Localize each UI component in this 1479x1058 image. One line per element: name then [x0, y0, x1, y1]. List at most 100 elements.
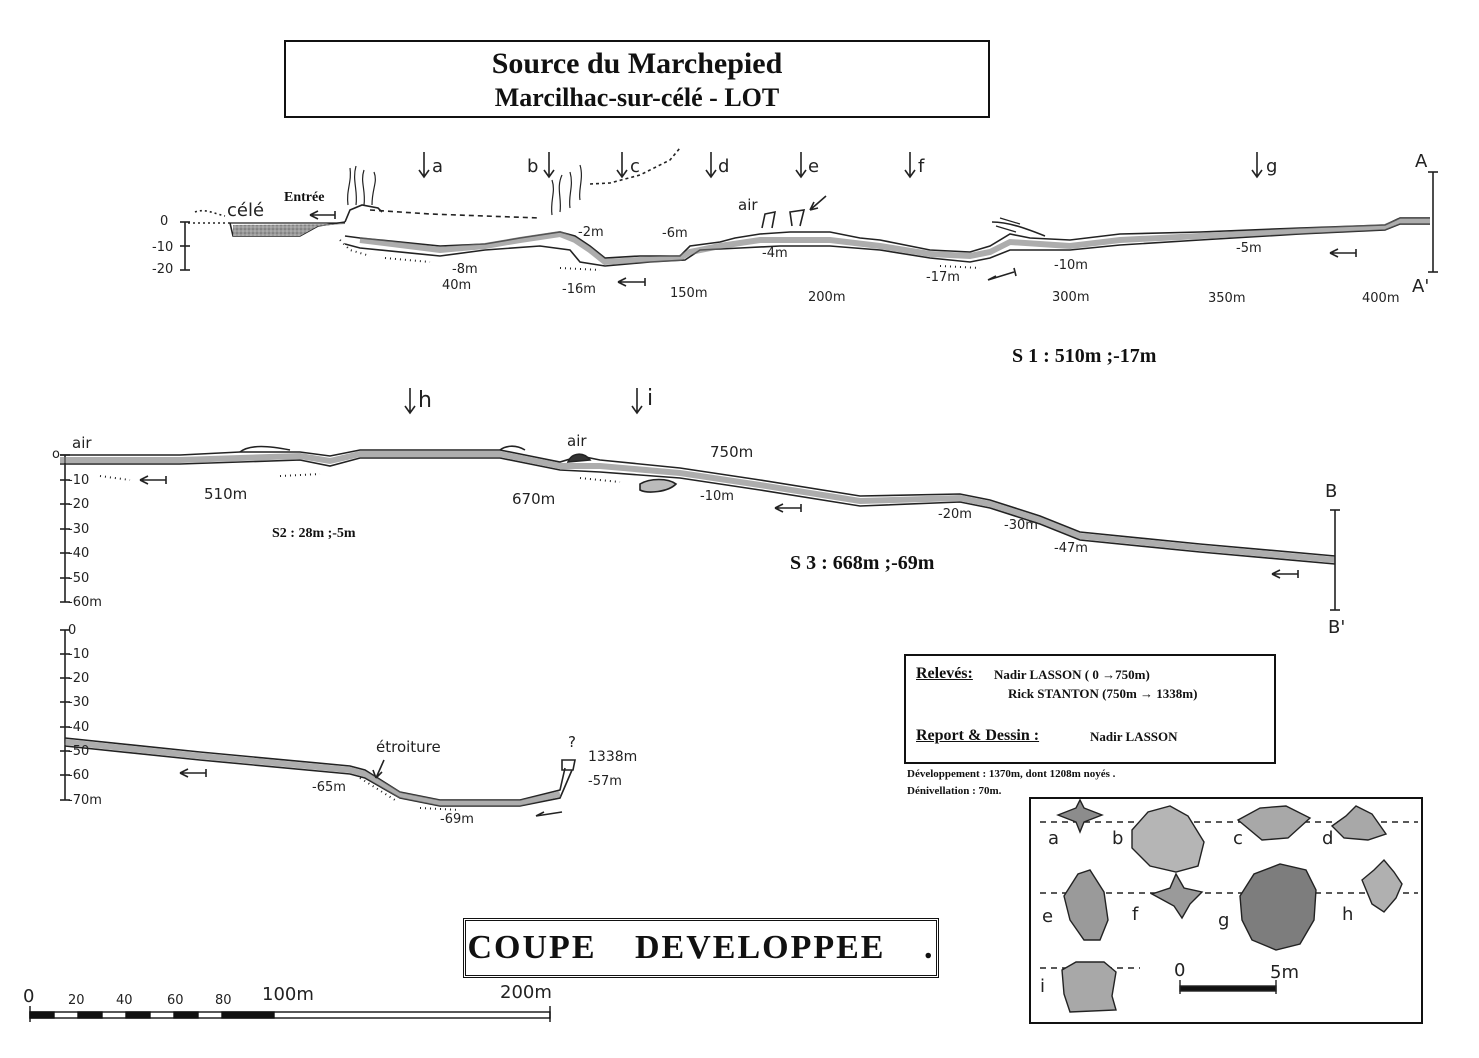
- distance-mark: 150m: [670, 286, 708, 301]
- depth-note: -2m: [578, 225, 604, 240]
- section-A-prime-label: A': [1412, 276, 1430, 297]
- inset-label: f: [1132, 904, 1139, 925]
- depth-tick: -20: [68, 671, 90, 686]
- depth-note: -69m: [440, 812, 474, 827]
- depth-note: -10m: [700, 489, 734, 504]
- distance-mark: 750m: [710, 443, 754, 461]
- section-marker-a: a: [432, 156, 444, 177]
- air-pockets-1: [761, 209, 806, 229]
- depth-note: -6m: [662, 226, 688, 241]
- inset-label: i: [1040, 976, 1046, 997]
- air-label-1: air: [738, 196, 758, 214]
- depth-tick-10: -10: [152, 240, 174, 255]
- distance-mark: 510m: [204, 485, 248, 503]
- depth-tick: -70m: [68, 793, 102, 808]
- coupe-title: COUPE DEVELOPPEE .: [463, 918, 939, 978]
- inset-label: b: [1112, 828, 1124, 849]
- section-c-shape: [1236, 805, 1312, 841]
- drawer-name: Nadir LASSON: [1090, 729, 1178, 744]
- sump3-lower-floor: [64, 745, 573, 807]
- depth-note: -65m: [312, 780, 346, 795]
- scale-label: 100m: [262, 984, 314, 1005]
- inset-label: g: [1218, 910, 1230, 931]
- section-d-shape: [1330, 805, 1388, 841]
- inset-scale-label: 5m: [1270, 962, 1299, 983]
- section-b-shape: [1131, 805, 1205, 873]
- depth-tick-0: 0: [160, 214, 169, 229]
- depth-tick: -30: [68, 522, 90, 537]
- end-distance: 1338m: [588, 749, 638, 765]
- sump3-summary: S 3 : 668m ;-69m: [790, 552, 935, 574]
- vegetation: [346, 165, 376, 206]
- scale-label: 80: [215, 993, 232, 1008]
- surface-line: [369, 209, 541, 219]
- distance-mark: 400m: [1362, 291, 1400, 306]
- section-marker-h: h: [418, 388, 432, 413]
- depth-tick: -10: [68, 647, 90, 662]
- distance-mark: 40m: [442, 278, 472, 293]
- sump3-roof: [60, 449, 1336, 557]
- scale-bar: [29, 1006, 551, 1022]
- depth-tick: -40: [68, 720, 90, 735]
- inset-scale-label: 0: [1174, 960, 1186, 981]
- flow-arrow: [309, 210, 336, 220]
- section-marker-i: i: [647, 386, 654, 411]
- air-label-2: air: [72, 434, 92, 452]
- cross-sections: [1040, 798, 1418, 1013]
- section-i-shape: [1061, 961, 1117, 1013]
- surveyor-1: Nadir LASSON ( 0 →750m): [994, 667, 1150, 682]
- depth-tick: -20: [68, 497, 90, 512]
- depth-note: -57m: [588, 774, 622, 789]
- section-f-shape: [1150, 872, 1204, 920]
- surveyor-2: Rick STANTON (750m → 1338m): [1008, 686, 1198, 701]
- denivellation-note: Dénivellation : 70m.: [907, 785, 1002, 797]
- inset-label: c: [1233, 828, 1243, 849]
- development-note: Développement : 1370m, dont 1208m noyés …: [907, 768, 1116, 780]
- depth-tick: 0: [68, 623, 77, 638]
- depth-note: -8m: [452, 262, 478, 277]
- section-B-label: B: [1325, 481, 1338, 502]
- profile-1: [180, 147, 1438, 287]
- depth-tick: -40: [68, 546, 90, 561]
- sump1-summary: S 1 : 510m ;-17m: [1012, 345, 1157, 367]
- unknown-continuation-mark: ?: [568, 733, 576, 751]
- entrance-label: Entrée: [284, 190, 325, 205]
- distance-mark: 670m: [512, 490, 556, 508]
- title-box: Source du Marchepied Marcilhac-sur-célé …: [284, 40, 990, 118]
- depth-tick: o: [52, 447, 60, 462]
- credits-box: Relevés: Nadir LASSON ( 0 →750m) Rick ST…: [904, 654, 1276, 764]
- depth-note: -47m: [1054, 541, 1088, 556]
- depth-tick: -10: [68, 473, 90, 488]
- inset-label: e: [1042, 906, 1054, 927]
- scale-label: 60: [167, 993, 184, 1008]
- section-g-shape: [1239, 863, 1317, 951]
- depth-note: -16m: [562, 282, 596, 297]
- sump3-floor: [60, 457, 1336, 565]
- cross-section-inset: [1029, 797, 1423, 1024]
- section-h-shape: [1361, 858, 1403, 913]
- depth-tick: -60m: [68, 595, 102, 610]
- sump2-summary: S2 : 28m ;-5m: [272, 526, 356, 541]
- section-B-prime-label: B': [1328, 617, 1346, 638]
- narrow-passage-label: étroiture: [376, 738, 441, 756]
- profile-3: [60, 629, 576, 817]
- depth-note: -10m: [1054, 258, 1088, 273]
- section-marker-d: d: [718, 156, 730, 177]
- depth-tick: -50: [68, 571, 90, 586]
- distance-mark: 300m: [1052, 290, 1090, 305]
- depth-tick: -60: [68, 768, 90, 783]
- distance-mark: 350m: [1208, 291, 1246, 306]
- report-label: Report & Dessin :: [916, 727, 1040, 744]
- depth-note: -20m: [938, 507, 972, 522]
- releves-label: Relevés:: [916, 665, 973, 682]
- depth-tick: -50: [68, 744, 90, 759]
- scale-label: 200m: [500, 982, 552, 1003]
- side-chamber: [639, 478, 678, 493]
- scale-label: 0: [23, 986, 35, 1007]
- air-label-3: air: [567, 432, 587, 450]
- depth-note: -5m: [1236, 241, 1262, 256]
- river-label: célé: [227, 200, 265, 221]
- inset-label: d: [1322, 828, 1334, 849]
- gallery-floor: [344, 223, 1430, 267]
